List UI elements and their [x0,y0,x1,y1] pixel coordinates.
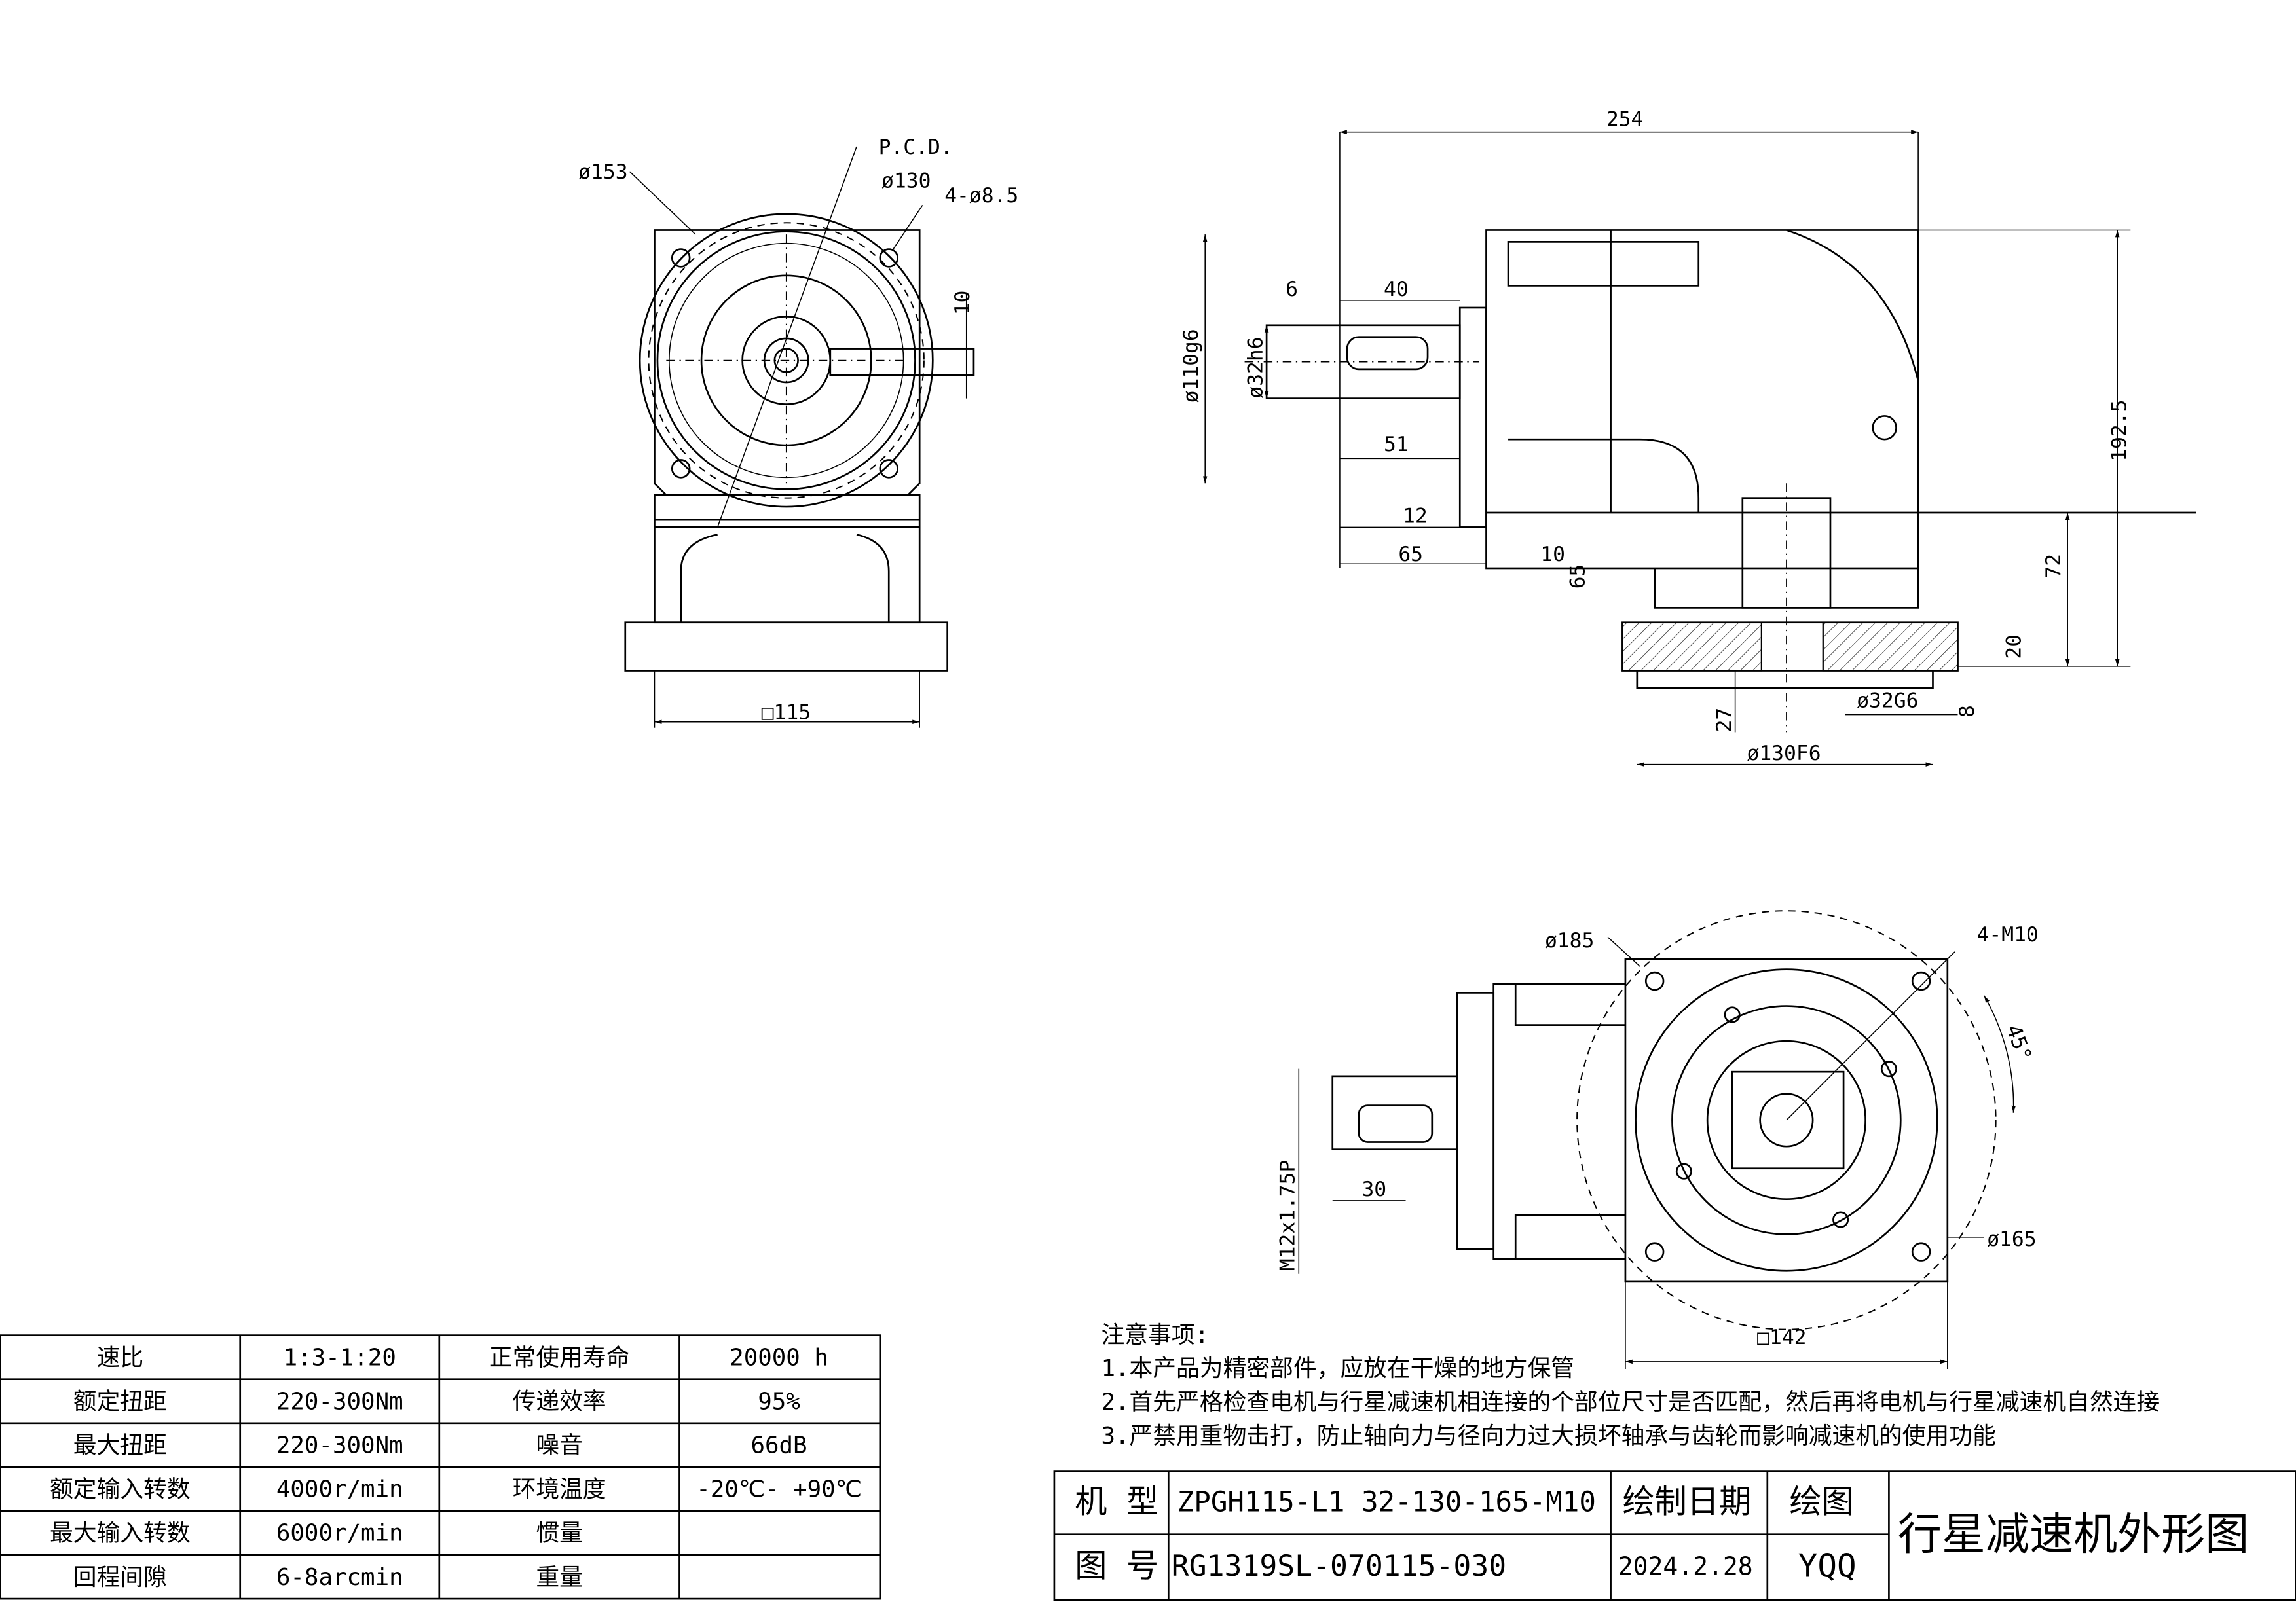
dim-40: 40 [1384,278,1409,301]
note-3: 3.严禁用重物击打，防止轴向力与径向力过大损坏轴承与齿轮而影响减速机的使用功能 [1101,1423,1995,1449]
dim-height: 192.5 [2108,400,2132,462]
spec-label: 重量 [536,1564,583,1591]
spec-label: 速比 [97,1344,144,1371]
spec-label: 最大输入转数 [50,1520,191,1547]
spec-label: 噪音 [536,1432,583,1459]
dim-20: 20 [2003,634,2026,659]
spec-value: 6-8arcmin [276,1564,403,1591]
spec-label: 环境温度 [513,1476,606,1503]
dim-shaft: ø32h6 [1244,337,1267,398]
dim-outer: ø185 [1545,929,1594,953]
spec-value: 20000 h [730,1344,828,1371]
dim-length: 254 [1606,108,1644,132]
dim-72: 72 [2042,554,2065,579]
front-view: ø153 P.C.D. ø130 4-ø8.5 10 □115 [578,136,1018,728]
spec-value: 220-300Nm [276,1432,403,1459]
dim-square: □115 [762,701,811,724]
spec-value: -20℃- +90℃ [696,1476,862,1503]
drawing-no-value: RG1319SL-070115-030 [1172,1548,1506,1583]
dim-thread: M12x1.75P [1276,1160,1300,1271]
dim-65a: 65 [1398,543,1423,566]
dim-6: 6 [1286,278,1298,301]
drawing-title: 行星减速机外形图 [1898,1509,2250,1560]
dim-8: 8 [1955,705,1979,718]
side-view: 254 6 40 ø110g6 ø32h6 51 12 65 10 65 192… [1179,108,2196,767]
spec-value: 6000r/min [276,1520,403,1547]
dim-27: 27 [1713,708,1736,733]
spec-table: 速比 1:3-1:20 正常使用寿命 20000 h 额定扭距 220-300Nm 传递效率… [0,1334,881,1600]
spec-label: 额定输入转数 [50,1476,191,1503]
dim-motor-flange: ø110g6 [1179,329,1203,403]
spec-value: 1:3-1:20 [284,1344,396,1371]
spec-label: 惯量 [536,1520,583,1547]
spec-label: 额定扭距 [73,1388,167,1415]
dim-pcd-label: P.C.D. [879,136,953,159]
spec-label: 正常使用寿命 [489,1344,630,1371]
dim-30: 30 [1361,1178,1386,1201]
dim-angle: 45° [2001,1021,2036,1064]
date-label: 绘制日期 [1622,1482,1751,1520]
title-block: 机 型 ZPGH115-L1 32-130-165-M10 绘制日期 绘图 图 … [1053,1470,2296,1601]
dim-bore: ø32G6 [1857,689,1918,712]
dim-tap: 4-M10 [1977,923,2039,947]
dim-holes: 4-ø8.5 [944,184,1018,208]
bottom-view: ø185 4-M10 45° M12x1.75P 30 ø165 □142 [1276,910,2039,1370]
dim-square: □142 [1757,1326,1806,1349]
dim-65b: 65 [1566,564,1589,589]
dim-pcd: ø165 [1987,1228,2036,1251]
drawer-value: YQQ [1798,1547,1857,1585]
dim-flange-dia: ø153 [578,160,627,184]
spec-value: 95% [758,1388,800,1415]
model-label: 机 型 [1075,1482,1158,1520]
dim-51: 51 [1384,433,1409,456]
spec-label: 传递效率 [513,1388,606,1415]
dim-pilot: ø130F6 [1747,742,1821,765]
drawer-label: 绘图 [1789,1482,1853,1520]
date-value: 2024.2.28 [1618,1552,1753,1581]
notes: 注意事项: 1.本产品为精密部件，应放在干燥的地方保管 2.首先严格检查电机与行… [1101,1322,2160,1449]
note-1: 1.本产品为精密部件，应放在干燥的地方保管 [1101,1355,1574,1382]
spec-label: 最大扭距 [73,1432,167,1459]
dim-pcd: ø130 [881,170,931,193]
dim-12: 12 [1403,505,1428,528]
dim-key: 10 [951,290,974,315]
dim-10: 10 [1540,543,1565,566]
note-2: 2.首先严格检查电机与行星减速机相连接的个部位尺寸是否匹配，然后再将电机与行星减… [1101,1389,2160,1416]
spec-label: 回程间隙 [73,1564,167,1591]
model-value: ZPGH115-L1 32-130-165-M10 [1177,1486,1596,1518]
spec-value: 66dB [750,1432,807,1459]
spec-value: 4000r/min [276,1476,403,1503]
spec-value: 220-300Nm [276,1388,403,1415]
corner-taps [1644,971,1931,1262]
mount-holes [671,248,898,479]
drawing-no-label: 图 号 [1075,1547,1158,1585]
notes-title: 注意事项: [1101,1322,1209,1349]
